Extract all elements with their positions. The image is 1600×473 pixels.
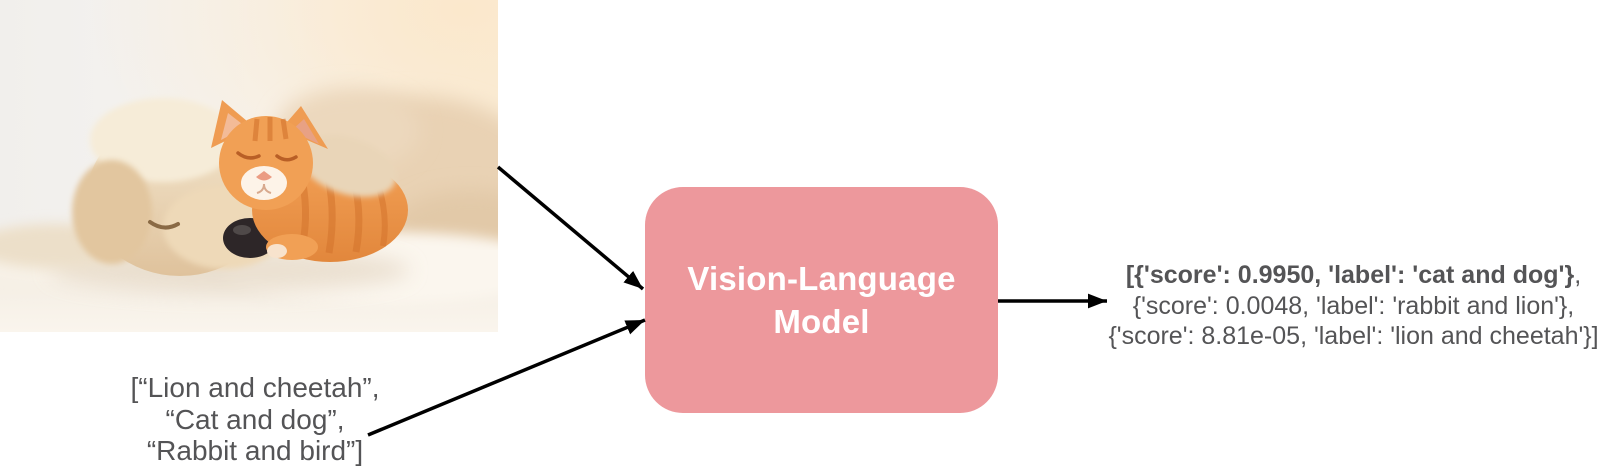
cat-closed-eye-left xyxy=(236,151,261,160)
model-box-label-line2: Model xyxy=(773,303,870,340)
output-line-2: {'score': 0.0048, 'label': 'rabbit and l… xyxy=(1132,291,1575,320)
dog-closed-eye xyxy=(148,220,180,230)
output-top-score: [{'score': 0.9950, 'label': 'cat and dog… xyxy=(1125,261,1575,289)
dog-ear xyxy=(72,160,152,264)
arrow-image-to-model xyxy=(496,165,645,291)
model-output-text: [{'score': 0.9950, 'label': 'cat and dog… xyxy=(1101,260,1600,352)
cat-closed-eye-right xyxy=(275,154,298,162)
pet-photo xyxy=(0,0,498,332)
cat-nose xyxy=(256,171,272,181)
vision-language-model-box: Vision-Language Model xyxy=(645,187,998,413)
output-line-top: [{'score': 0.9950, 'label': 'cat and dog… xyxy=(1125,261,1582,289)
candidate-labels-line: [“Lion and cheetah”, xyxy=(130,372,380,403)
cat-muzzle xyxy=(241,166,287,200)
cat xyxy=(211,100,408,262)
candidate-labels-line: “Cat and dog”, xyxy=(165,403,345,435)
output-line-3: {'score': 8.81e-05, 'label': 'lion and c… xyxy=(1108,322,1599,350)
cat-forehead-stripes xyxy=(252,117,289,142)
model-box-label-line1: Vision-Language xyxy=(687,260,956,297)
candidate-labels-text: [“Lion and cheetah”, “Cat and dog”, “Rab… xyxy=(80,372,430,467)
candidate-labels-line: “Rabbit and bird”] xyxy=(146,435,364,466)
dog-ear-draped xyxy=(299,135,397,197)
